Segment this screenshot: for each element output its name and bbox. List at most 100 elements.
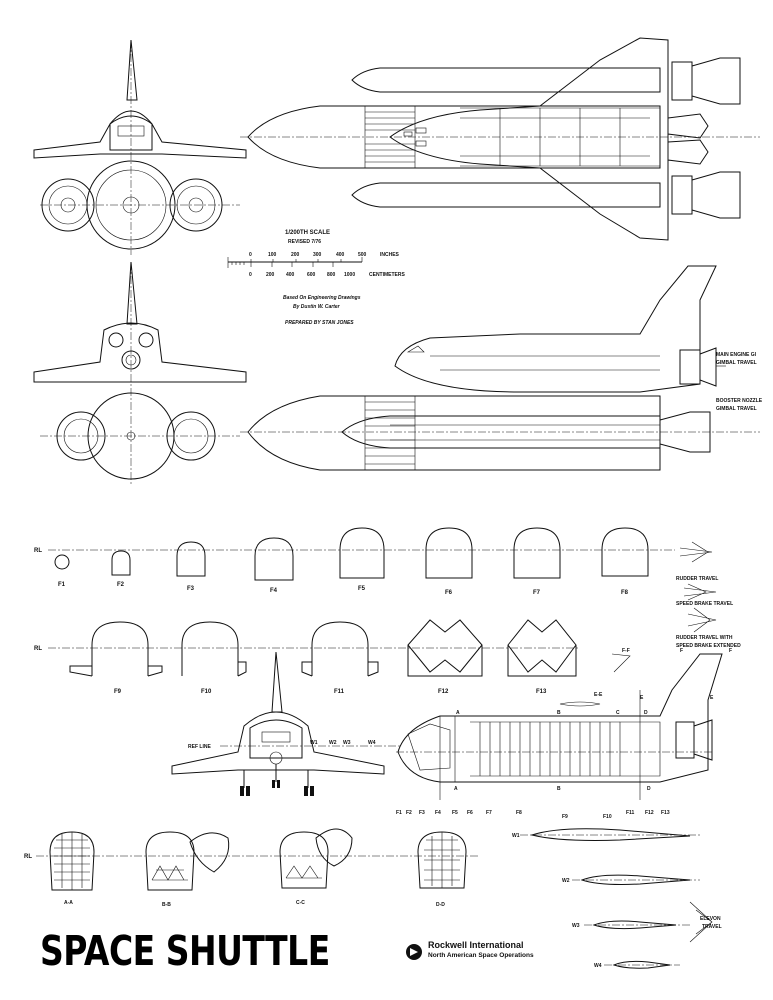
mark-b-bottom: B xyxy=(557,786,561,792)
cm-tick-200: 200 xyxy=(266,272,275,278)
frame-label-f11: F11 xyxy=(334,689,345,695)
mark-a-top: A xyxy=(456,710,460,716)
wing-station-w1: W1 xyxy=(310,740,318,746)
inch-tick-400: 400 xyxy=(336,252,345,258)
top-view xyxy=(240,37,760,241)
cut-f4: F4 xyxy=(435,810,441,816)
cm-unit: CENTIMETERS xyxy=(369,272,406,278)
scale-bar: 1/200TH SCALE REVISED 7/76 0 100 200 300… xyxy=(227,230,406,278)
cut-f1: F1 xyxy=(396,810,402,816)
mark-a-bottom: A xyxy=(454,786,458,792)
cm-tick-600: 600 xyxy=(307,272,316,278)
section-c-c: C-C xyxy=(279,828,353,906)
front-view-top xyxy=(33,39,247,255)
frame-f5 xyxy=(339,527,385,579)
airfoil-w1 xyxy=(530,828,691,841)
frame-label-f2: F2 xyxy=(117,582,125,588)
section-label-cc: C-C xyxy=(296,900,305,906)
rear-view xyxy=(33,261,247,486)
inch-tick-0: 0 xyxy=(249,252,252,258)
cutaway-view xyxy=(396,653,723,800)
callout-booster-2: GIMBAL TRAVEL xyxy=(716,406,757,412)
callout-elevon-2: TRAVEL xyxy=(702,924,722,930)
cut-f11: F11 xyxy=(626,810,635,816)
brand-logo-spacer xyxy=(406,940,422,956)
frame-f8 xyxy=(601,527,649,577)
front-view-gear: REF LINE W1 W2 W3 W4 xyxy=(171,651,400,796)
frame-f9 xyxy=(69,621,163,677)
frame-label-f10: F10 xyxy=(201,689,212,695)
brand-division: North American Space Operations xyxy=(428,952,534,959)
mark-f-left: F xyxy=(680,648,683,654)
callout-rudder-ext-1: RUDDER TRAVEL WITH xyxy=(676,635,733,641)
side-callouts: MAIN ENGINE GI GIMBAL TRAVEL BOOSTER NOZ… xyxy=(716,352,763,412)
callout-main-engine-1: MAIN ENGINE GI xyxy=(716,352,757,358)
inch-tick-200: 200 xyxy=(291,252,300,258)
cut-f6: F6 xyxy=(467,810,473,816)
airfoil-w3-label: W3 xyxy=(572,923,580,929)
cm-tick-800: 800 xyxy=(327,272,336,278)
section-ee: E-E xyxy=(594,692,603,698)
scale-title: 1/200TH SCALE xyxy=(285,230,330,236)
credit-line-2: By Dustin W. Carter xyxy=(293,304,341,310)
cm-tick-0: 0 xyxy=(249,272,252,278)
mark-e-right: E xyxy=(710,695,714,701)
credit-prepared: PREPARED BY STAN JONES xyxy=(285,320,354,326)
callout-main-engine-2: GIMBAL TRAVEL xyxy=(716,360,757,366)
section-d-d: D-D xyxy=(417,831,467,908)
section-b-b: B-B xyxy=(145,831,230,908)
mark-b-top: B xyxy=(557,710,561,716)
travel-callouts: RUDDER TRAVEL SPEED BRAKE TRAVEL RUDDER … xyxy=(676,541,741,649)
frame-sections-row1: RL F1 F2 F3 F4 F5 F6 F7 F8 xyxy=(34,527,675,596)
frame-f12 xyxy=(407,619,483,677)
frame-label-f3: F3 xyxy=(187,586,195,592)
cut-f8: F8 xyxy=(516,810,522,816)
inch-unit: INCHES xyxy=(380,252,400,258)
callout-elevon-1: ELEVON xyxy=(700,916,721,922)
cross-sections: RL A-A B-B C-C D-D xyxy=(24,828,480,908)
frame-f11 xyxy=(301,621,379,677)
section-a-a: A-A xyxy=(49,831,95,906)
drawing-title: SPACE SHUTTLE xyxy=(40,926,330,975)
cm-tick-400: 400 xyxy=(286,272,295,278)
frame-f3 xyxy=(176,541,206,577)
wing-station-w2: W2 xyxy=(329,740,337,746)
section-label-bb: B-B xyxy=(162,902,171,908)
inch-tick-300: 300 xyxy=(313,252,322,258)
callout-booster-1: BOOSTER NOZZLE xyxy=(716,398,763,404)
airfoil-w4-label: W4 xyxy=(594,963,602,969)
frame-f4 xyxy=(254,537,294,581)
callout-rudder: RUDDER TRAVEL xyxy=(676,576,718,582)
side-view-stack xyxy=(240,395,760,471)
wing-station-w3: W3 xyxy=(343,740,351,746)
airfoil-w3 xyxy=(592,920,677,930)
callout-rudder-ext-2: SPEED BRAKE EXTENDED xyxy=(676,643,741,649)
frame-label-f9: F9 xyxy=(114,689,122,695)
rockwell-logo-icon xyxy=(406,944,422,960)
cut-f9: F9 xyxy=(562,814,568,820)
mark-e-top: E xyxy=(640,695,644,701)
cut-f5: F5 xyxy=(452,810,458,816)
section-label-dd: D-D xyxy=(436,902,445,908)
scale-revised: REVISED 7/76 xyxy=(288,239,321,245)
cm-tick-1000: 1000 xyxy=(344,272,355,278)
frame-label-f1: F1 xyxy=(58,582,66,588)
rl-label-2: RL xyxy=(34,646,42,652)
credits: Based On Engineering Drawings By Dustin … xyxy=(283,295,361,326)
frame-f6 xyxy=(425,527,473,579)
inch-tick-500: 500 xyxy=(358,252,367,258)
frame-label-f13: F13 xyxy=(536,689,547,695)
mark-f-right: F xyxy=(729,648,732,654)
frame-label-f12: F12 xyxy=(438,689,449,695)
frame-label-f4: F4 xyxy=(270,588,278,594)
frame-f13 xyxy=(507,619,577,677)
frame-label-f7: F7 xyxy=(533,590,541,596)
frame-sections-row2: RL F9 F10 F11 F12 F13 xyxy=(34,619,580,695)
section-ff: F-F xyxy=(622,648,630,654)
rl-label-1: RL xyxy=(34,548,42,554)
credit-line-1: Based On Engineering Drawings xyxy=(283,295,361,301)
side-view-orbiter xyxy=(394,265,726,393)
frame-f10 xyxy=(181,621,247,677)
cut-f10: F10 xyxy=(603,814,612,820)
